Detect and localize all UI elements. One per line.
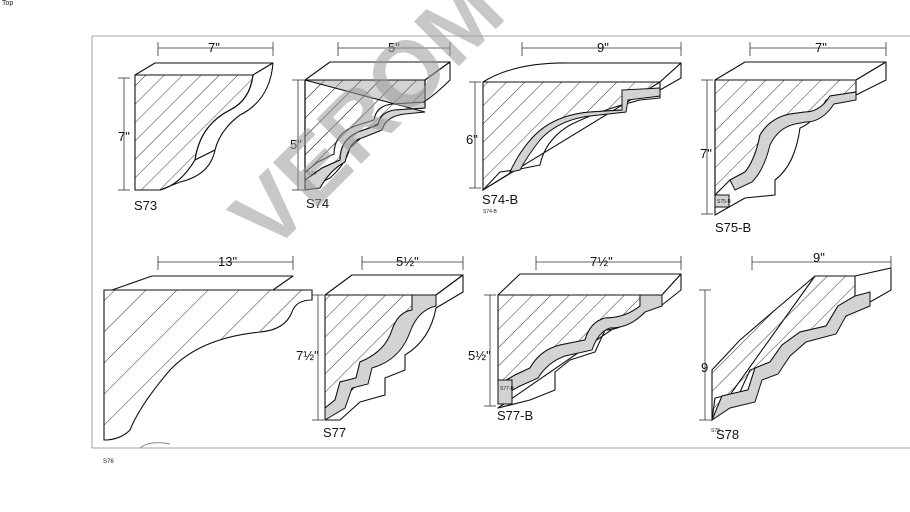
bracket-s75-b <box>701 42 887 216</box>
s73-height: 7" <box>118 129 130 144</box>
s74-b-height: 6" <box>466 132 478 147</box>
s74-b-small-label: S74-B <box>483 209 498 215</box>
s76-width: 13" <box>218 254 237 269</box>
s78-width: 9" <box>813 250 825 265</box>
s74-width: 5" <box>388 40 400 55</box>
s75-b-small-label: S75-B <box>717 199 732 205</box>
s75-b-width: 7" <box>815 40 827 55</box>
s74-height: 5" <box>290 137 302 152</box>
bracket-s74-b <box>469 42 682 192</box>
s77-b-height: 5½" <box>468 348 491 363</box>
s78-label: S78 <box>716 427 739 442</box>
view-label: Top <box>2 0 14 7</box>
s74-b-label: S74-B <box>482 192 518 207</box>
s78-small-label: S78 <box>711 428 720 434</box>
s77-width: 5½" <box>396 254 419 269</box>
s74-label: S74 <box>306 196 329 211</box>
s73-label: S73 <box>134 198 157 213</box>
s78-height: 9 <box>701 360 708 375</box>
s77-b-label: S77-B <box>497 408 533 423</box>
s77-label: S77 <box>323 425 346 440</box>
bracket-s77 <box>312 256 464 421</box>
bracket-s77-b <box>484 256 682 409</box>
footnote: S76 <box>103 459 114 465</box>
bracket-s76 <box>103 256 313 449</box>
bracket-s78 <box>699 256 892 422</box>
s75-b-height: 7" <box>700 146 712 161</box>
s73-width: 7" <box>208 40 220 55</box>
bracket-s74 <box>292 42 451 191</box>
s75-b-label: S75-B <box>715 220 751 235</box>
s77-height: 7½" <box>296 348 319 363</box>
s74-b-width: 9" <box>597 40 609 55</box>
s77-b-small-label: S77-B <box>500 386 515 392</box>
s77-b-width: 7½" <box>590 254 613 269</box>
s74-small-label: S74 <box>307 171 316 177</box>
bracket-s73 <box>118 42 274 191</box>
